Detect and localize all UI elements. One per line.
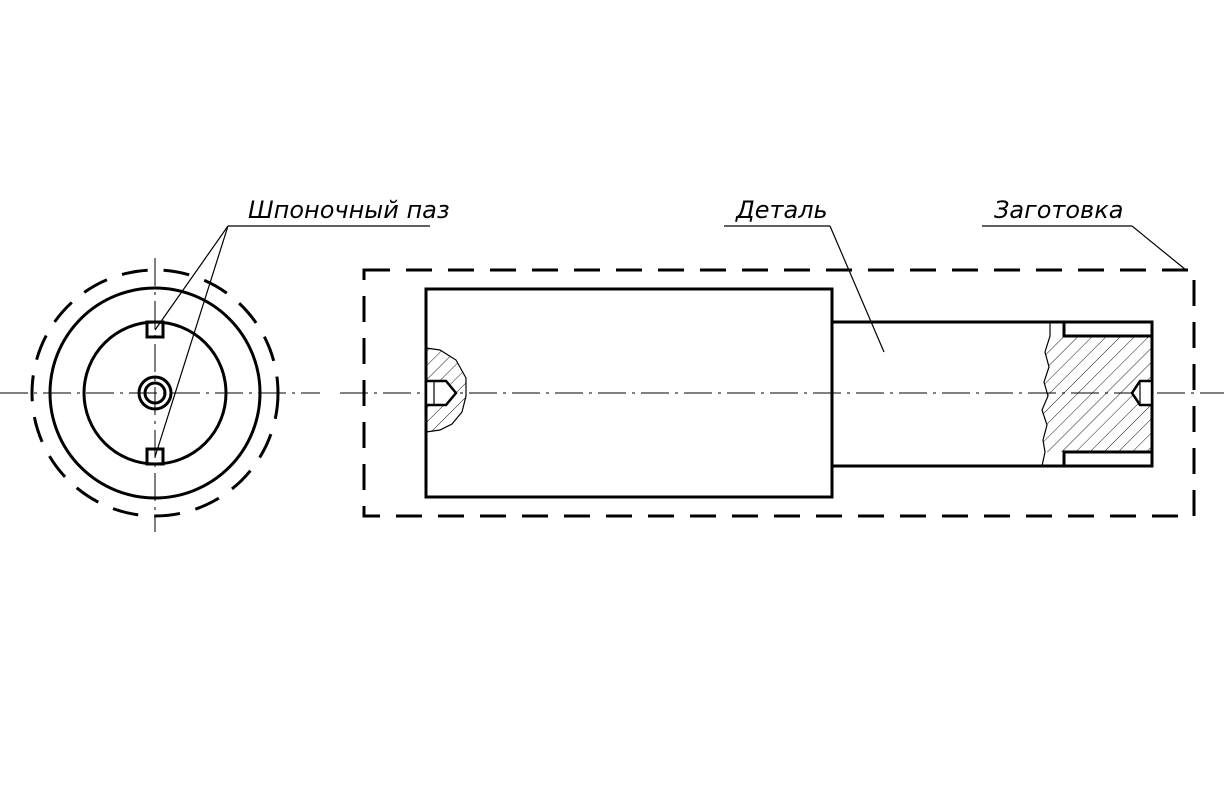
leader-keyway: Шпоночный паз bbox=[154, 196, 450, 458]
end-view bbox=[0, 258, 320, 532]
keyway-leader-bottom bbox=[154, 225, 229, 458]
center-hole-inner bbox=[143, 381, 167, 405]
leader-part: Деталь bbox=[724, 196, 885, 353]
keyway-bottom bbox=[145, 447, 165, 466]
blank-outline-circle bbox=[30, 268, 280, 518]
right-section-step bbox=[1062, 322, 1152, 338]
keyway-leader-top bbox=[154, 225, 229, 331]
right-center-hole bbox=[1130, 379, 1154, 407]
center-hole-outer bbox=[137, 375, 173, 411]
part-outer-circle bbox=[48, 286, 262, 500]
blank-leader bbox=[1131, 225, 1187, 271]
blank-label: Заготовка bbox=[994, 196, 1123, 224]
left-section-break-line bbox=[425, 347, 467, 433]
leader-blank: Заготовка bbox=[982, 196, 1187, 271]
right-section-step-bottom bbox=[1062, 450, 1152, 466]
keyway-top bbox=[145, 320, 165, 339]
right-section-break-line bbox=[1041, 322, 1051, 467]
keyway-label: Шпоночный паз bbox=[248, 196, 450, 224]
side-view bbox=[340, 268, 1224, 518]
part-label: Деталь bbox=[735, 196, 828, 224]
part-leader bbox=[829, 225, 885, 353]
